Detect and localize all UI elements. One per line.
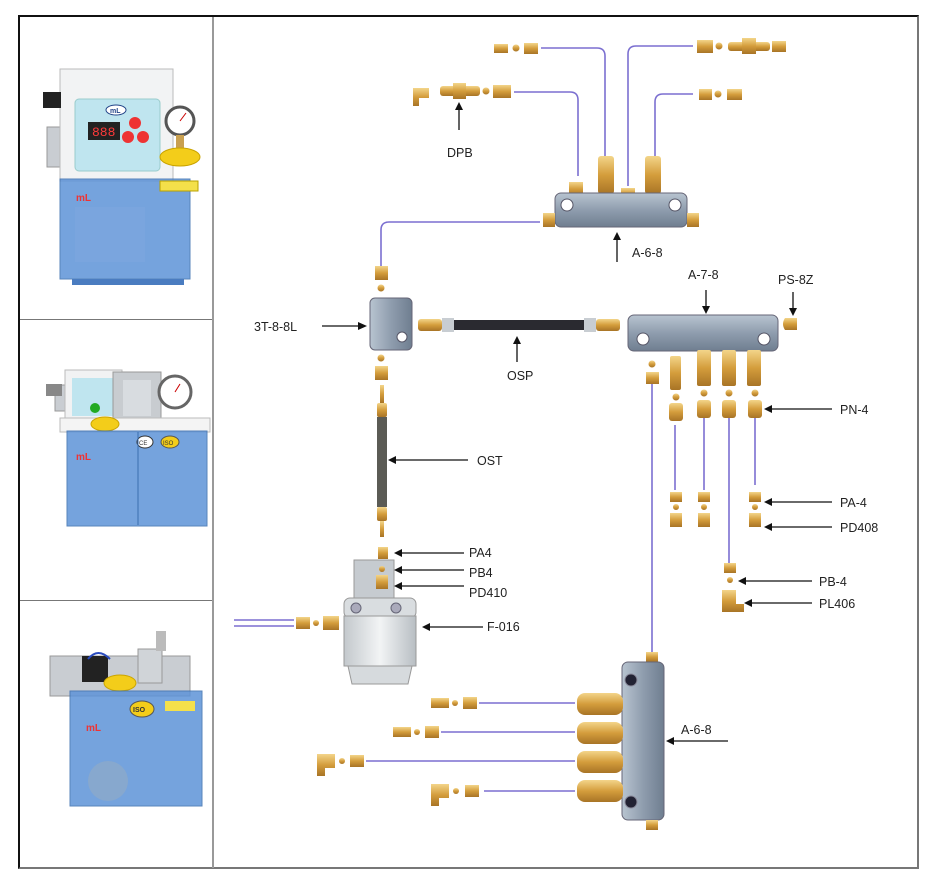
label-pa-4: PA-4	[840, 496, 867, 510]
label-a-6-8-top: A-6-8	[632, 246, 663, 260]
diagram-frame	[18, 15, 919, 869]
manifold-a-6-8-bottom	[317, 652, 665, 830]
callout-arrows	[322, 102, 832, 745]
label-pb4: PB4	[469, 566, 493, 580]
manifold-a-6-8-top	[543, 156, 699, 228]
tube-top-4	[654, 93, 693, 158]
label-pb-4: PB-4	[819, 575, 847, 589]
tube-filter-inlet	[234, 619, 294, 627]
label-ps-8z: PS-8Z	[778, 273, 814, 287]
pump-panel-2: CE ISO mL	[20, 320, 212, 601]
label-dpb: DPB	[447, 146, 473, 160]
brand-mark-3: mL	[86, 723, 101, 734]
tube-top-1	[541, 47, 606, 158]
fittings	[413, 38, 786, 106]
tube-top-2	[514, 91, 579, 176]
pump-column: 888 mL mL	[20, 17, 214, 868]
label-3t-8-8l: 3T-8-8L	[254, 320, 297, 334]
iso-badge-2: ISO	[163, 441, 174, 447]
manifold-a-7-8	[627, 314, 797, 612]
tee-block-3t-8-8l	[369, 266, 413, 380]
motor-pump-image: CE ISO mL	[46, 369, 211, 527]
label-pd408: PD408	[840, 521, 878, 535]
label-pn-4: PN-4	[840, 403, 869, 417]
filter-f-016	[296, 547, 417, 685]
tube-top-3	[627, 45, 693, 186]
svg-text:mL: mL	[76, 193, 91, 204]
tubing	[234, 45, 756, 792]
pump-panel-1: 888 mL mL	[20, 17, 212, 320]
label-pl406: PL406	[819, 597, 855, 611]
iso-badge-3: ISO	[133, 707, 146, 714]
label-a-6-8-bottom: A-6-8	[681, 723, 712, 737]
ce-badge: CE	[139, 441, 147, 447]
label-pd410: PD410	[469, 586, 507, 600]
pneumatic-pump-image: ISO mL	[49, 631, 203, 807]
tube-t-to-manifold	[380, 221, 540, 266]
display-readout: 888	[92, 125, 115, 140]
label-pa4: PA4	[469, 546, 492, 560]
hose-osp	[418, 318, 620, 332]
pump-panel-3: ISO mL	[20, 601, 212, 867]
digital-pump-image: 888 mL mL	[43, 68, 201, 285]
tube-ost	[377, 385, 387, 537]
plug-ps-8z	[783, 318, 797, 330]
brand-mark-2: mL	[76, 452, 91, 463]
label-a-7-8: A-7-8	[688, 268, 719, 282]
elbow-fitting	[413, 88, 429, 106]
brand-mark: mL	[110, 108, 121, 115]
label-osp: OSP	[507, 369, 533, 383]
label-ost: OST	[477, 454, 503, 468]
label-f-016: F-016	[487, 620, 520, 634]
